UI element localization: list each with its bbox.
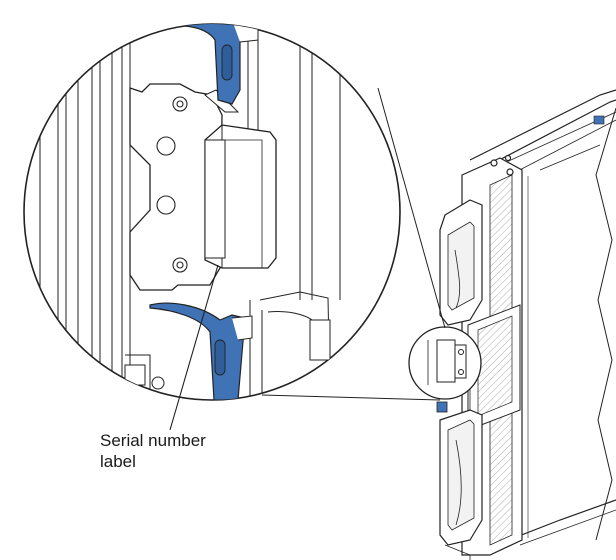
- magnifier-connector-lines: [261, 87, 446, 401]
- detail-circle-content: [427, 339, 467, 385]
- serial-number-label-callout: Serial number label: [100, 430, 206, 472]
- blade-latch-accent: [436, 401, 448, 413]
- callout-line-1: Serial number: [100, 431, 206, 450]
- magnified-view: [39, 24, 341, 400]
- blade-server: [439, 89, 616, 560]
- callout-line-2: label: [100, 452, 136, 471]
- callout-leader-line: [169, 264, 219, 431]
- blade-top-accent: [593, 115, 605, 125]
- top-latch-blue: [149, 24, 259, 105]
- bottom-latch-blue: [149, 302, 253, 400]
